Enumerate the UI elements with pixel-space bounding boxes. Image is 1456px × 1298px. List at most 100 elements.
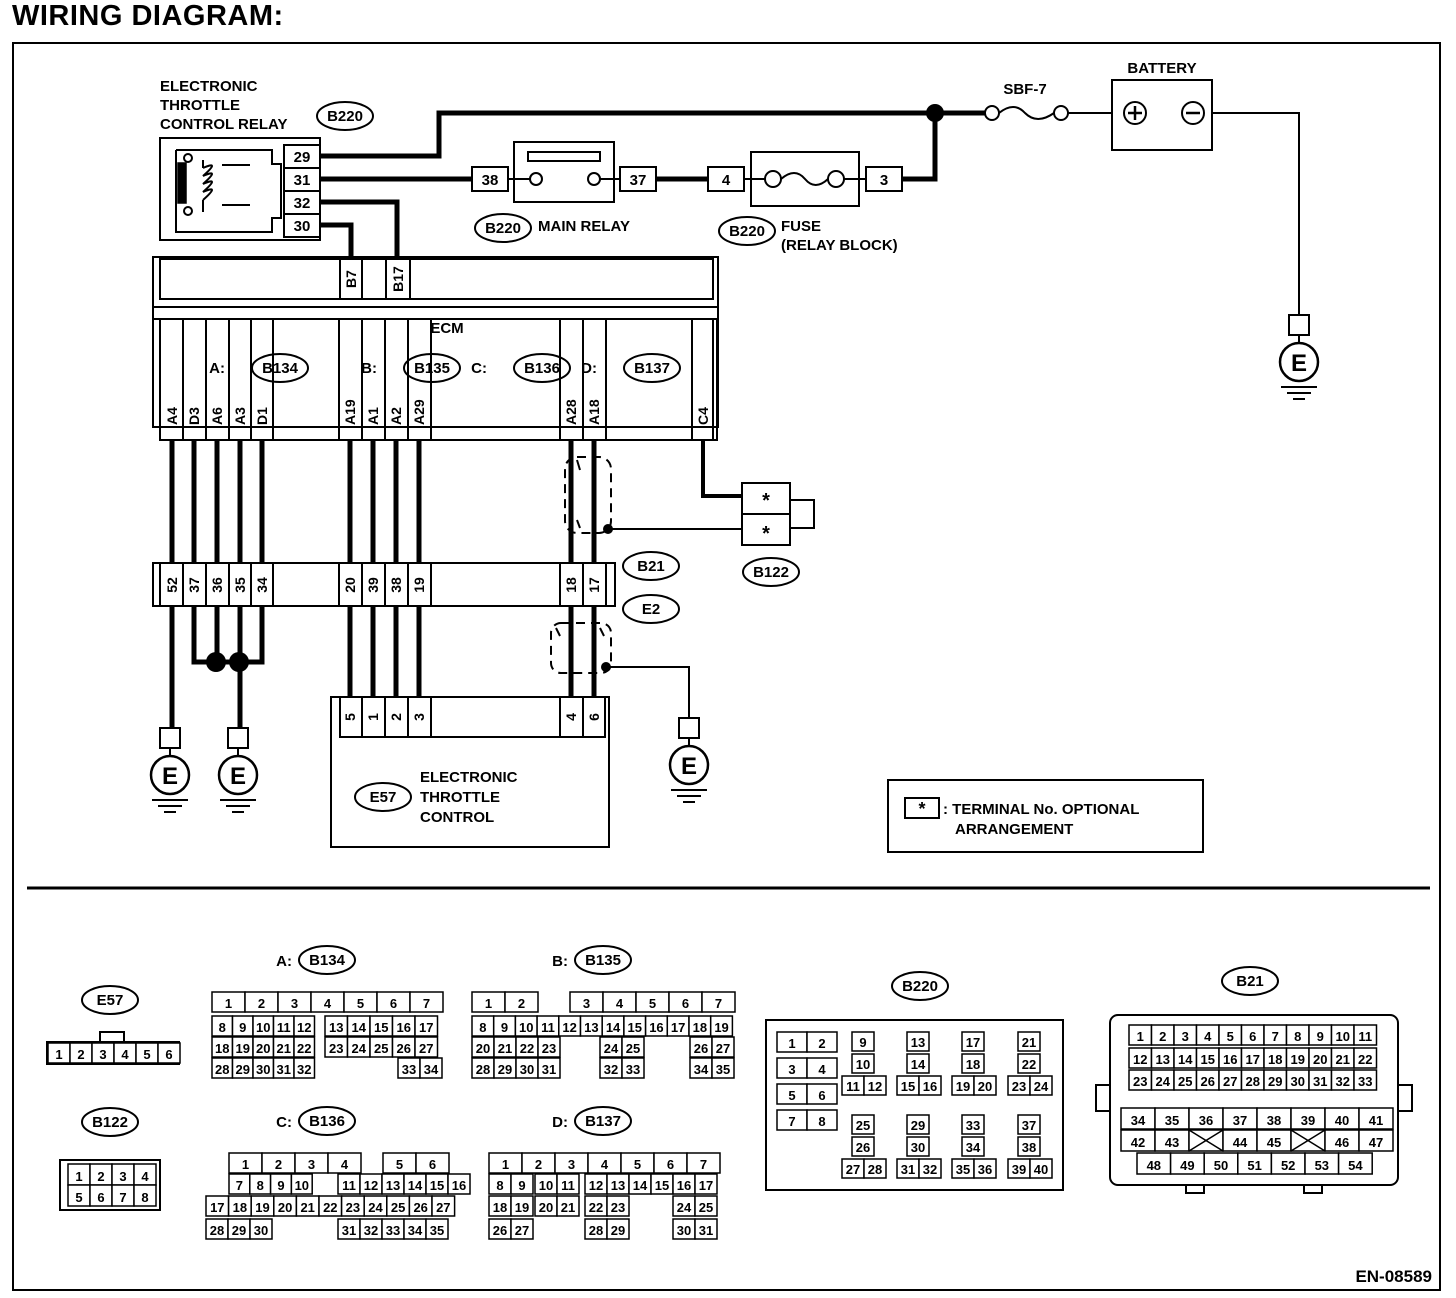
ground-e2-terminal bbox=[227, 727, 249, 749]
document-code: EN-08589 bbox=[1355, 1267, 1432, 1286]
b136-cell bbox=[327, 1152, 362, 1174]
b136-pin-16: 16 bbox=[452, 1178, 466, 1193]
b122v-pin-1: 1 bbox=[75, 1169, 82, 1184]
ecm-pin-A1: A1 bbox=[365, 407, 381, 425]
b220-cell bbox=[806, 1083, 838, 1105]
ecm-connector-B136-oval bbox=[513, 353, 571, 383]
b137-pin-28: 28 bbox=[589, 1223, 603, 1238]
wire-shield-ground bbox=[606, 666, 690, 718]
ecm-label: ECM bbox=[430, 320, 463, 337]
ground-e1-terminal bbox=[159, 727, 181, 749]
view-e57-code: E57 bbox=[97, 992, 124, 1009]
b122-code-oval bbox=[742, 557, 800, 587]
view-b21-code-oval bbox=[1221, 966, 1279, 996]
b21v-pin-2: 2 bbox=[1159, 1029, 1166, 1044]
b21-pin-39: 39 bbox=[365, 577, 381, 593]
b136-pin-18: 18 bbox=[233, 1200, 247, 1215]
b135-pin-32: 32 bbox=[604, 1062, 618, 1077]
b21v-pin-3: 3 bbox=[1182, 1029, 1189, 1044]
b21v-pin-26: 26 bbox=[1201, 1074, 1215, 1089]
ground-e1 bbox=[149, 754, 191, 796]
b21v-pin-48: 48 bbox=[1147, 1158, 1161, 1173]
b135-cell bbox=[621, 1036, 645, 1058]
b220-pin-15: 15 bbox=[901, 1079, 915, 1094]
b135-pin-3: 3 bbox=[583, 996, 590, 1011]
b136-pin-22: 22 bbox=[323, 1200, 337, 1215]
b220-cell bbox=[906, 1114, 930, 1135]
b220-pin-31: 31 bbox=[901, 1162, 915, 1177]
b21v-pin-14: 14 bbox=[1178, 1052, 1193, 1067]
throttle-code: E57 bbox=[370, 789, 397, 806]
b21v-pin-24: 24 bbox=[1156, 1074, 1171, 1089]
b135-pin-24: 24 bbox=[604, 1041, 619, 1056]
b137-pin-7: 7 bbox=[700, 1157, 707, 1172]
b220-pin-22: 22 bbox=[1022, 1057, 1036, 1072]
view-b134-code: B134 bbox=[309, 952, 346, 969]
e57-view-key bbox=[99, 1031, 125, 1043]
ecm-pin-C4: C4 bbox=[695, 407, 711, 425]
b137-pin-6: 6 bbox=[667, 1157, 674, 1172]
sbf-element bbox=[998, 106, 1055, 120]
throttle-label: THROTTLE bbox=[420, 789, 500, 806]
b220-pin-2: 2 bbox=[818, 1036, 825, 1051]
ecm-pin-B7: B7 bbox=[343, 270, 359, 288]
b134-pin-34: 34 bbox=[424, 1062, 439, 1077]
b220-pin-17: 17 bbox=[966, 1035, 980, 1050]
b21v-cell bbox=[1337, 1152, 1373, 1175]
b134-pin-9: 9 bbox=[239, 1020, 246, 1035]
ecm-connector-letter: A: bbox=[209, 360, 225, 377]
b136-pin-19: 19 bbox=[255, 1200, 269, 1215]
b134-pin-10: 10 bbox=[256, 1020, 270, 1035]
b136-pin-6: 6 bbox=[429, 1157, 436, 1172]
b136-cell bbox=[290, 1173, 313, 1195]
b220-pin-28: 28 bbox=[868, 1162, 882, 1177]
main-relay-pin-38: 38 bbox=[482, 172, 499, 189]
b137-pin-20: 20 bbox=[539, 1200, 553, 1215]
b21v-pin-35: 35 bbox=[1165, 1113, 1179, 1128]
wire-relay-32 bbox=[320, 199, 400, 259]
b21v-pin-16: 16 bbox=[1223, 1052, 1237, 1067]
fuse-pin-3: 3 bbox=[880, 172, 888, 189]
b21v-pin-38: 38 bbox=[1267, 1113, 1281, 1128]
b220-cell bbox=[851, 1136, 875, 1157]
battery-label: BATTERY bbox=[1127, 60, 1196, 77]
b136-pin-8: 8 bbox=[257, 1178, 264, 1193]
b137-cell bbox=[606, 1218, 630, 1240]
b135-pin-4: 4 bbox=[616, 996, 624, 1011]
b21v-pin-36: 36 bbox=[1199, 1113, 1213, 1128]
ground-e2 bbox=[217, 754, 259, 796]
throttle-pin-5: 5 bbox=[342, 713, 358, 721]
b134-pin-2: 2 bbox=[258, 996, 265, 1011]
ecm-connector-letter: D: bbox=[581, 360, 597, 377]
b21-pin-35: 35 bbox=[232, 577, 248, 593]
b220-pin-4: 4 bbox=[818, 1062, 826, 1077]
b220-cell bbox=[961, 1136, 985, 1157]
b21v-pin-45: 45 bbox=[1267, 1135, 1281, 1150]
b134-pin-20: 20 bbox=[256, 1041, 270, 1056]
b21v-pin-39: 39 bbox=[1301, 1113, 1315, 1128]
b134-pin-24: 24 bbox=[352, 1041, 367, 1056]
ecm-pin-A3: A3 bbox=[232, 407, 248, 425]
view-b136-code: B136 bbox=[309, 1113, 345, 1130]
b137-cell bbox=[694, 1195, 718, 1217]
main-relay-code: B220 bbox=[485, 220, 521, 237]
b122v-pin-7: 7 bbox=[119, 1190, 126, 1205]
throttle-pin-1: 1 bbox=[365, 713, 381, 721]
relay-contact bbox=[183, 206, 193, 216]
b21v-pin-54: 54 bbox=[1348, 1158, 1363, 1173]
b220-pin-12: 12 bbox=[868, 1079, 882, 1094]
b21v-cell bbox=[1353, 1024, 1378, 1046]
ecm-pin-A6: A6 bbox=[209, 407, 225, 425]
b135-pin-23: 23 bbox=[542, 1041, 556, 1056]
b135-pin-1: 1 bbox=[485, 996, 492, 1011]
b220-pin-7: 7 bbox=[788, 1114, 795, 1129]
b137-pin-13: 13 bbox=[611, 1178, 625, 1193]
view-b136-code-oval bbox=[298, 1106, 356, 1136]
b21v-pin-32: 32 bbox=[1336, 1074, 1350, 1089]
b136-cell bbox=[425, 1218, 449, 1240]
b134-pin-19: 19 bbox=[236, 1041, 250, 1056]
b21v-pin-8: 8 bbox=[1294, 1029, 1301, 1044]
b135-pin-20: 20 bbox=[476, 1041, 490, 1056]
b136-pin-23: 23 bbox=[346, 1200, 360, 1215]
ecm-pin-A18: A18 bbox=[586, 399, 602, 425]
